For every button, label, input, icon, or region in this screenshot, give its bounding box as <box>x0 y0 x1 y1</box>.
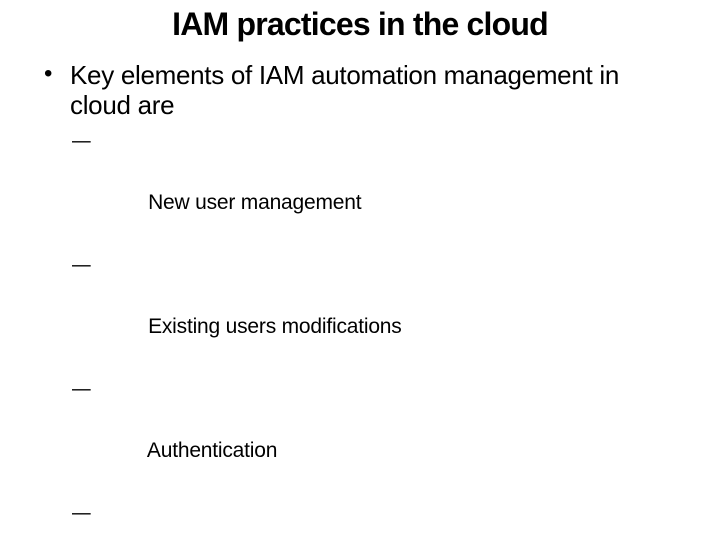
sub-bullet-item: – Existing users modifications <box>72 249 720 373</box>
sub-bullet-item: – New user management <box>72 125 720 249</box>
slide-body: • Key elements of IAM automation managem… <box>0 60 720 540</box>
bullet-line: Key elements of IAM automation managemen… <box>70 60 619 90</box>
bullet-item: • Key elements of IAM automation managem… <box>44 60 690 120</box>
bullet-text: Key elements of IAM automation managemen… <box>70 60 690 120</box>
bullet-line: cloud are <box>70 90 175 120</box>
sub-bullet-label: Authentication <box>146 439 278 462</box>
sub-bullet-item: – Authentication <box>72 373 720 497</box>
dash-marker: – <box>72 501 91 524</box>
dash-marker: – <box>72 377 91 400</box>
sub-bullet-list: – New user management – Existing users m… <box>0 125 720 540</box>
dash-marker: – <box>72 129 91 152</box>
sub-bullet-label: New user management <box>148 191 362 214</box>
bullet-marker: • <box>44 60 53 87</box>
slide-title: IAM practices in the cloud <box>172 6 549 42</box>
dash-marker: – <box>72 253 91 276</box>
sub-bullet-item: – Authorisation <box>72 497 720 540</box>
sub-bullet-label: Existing users modifications <box>148 315 402 338</box>
